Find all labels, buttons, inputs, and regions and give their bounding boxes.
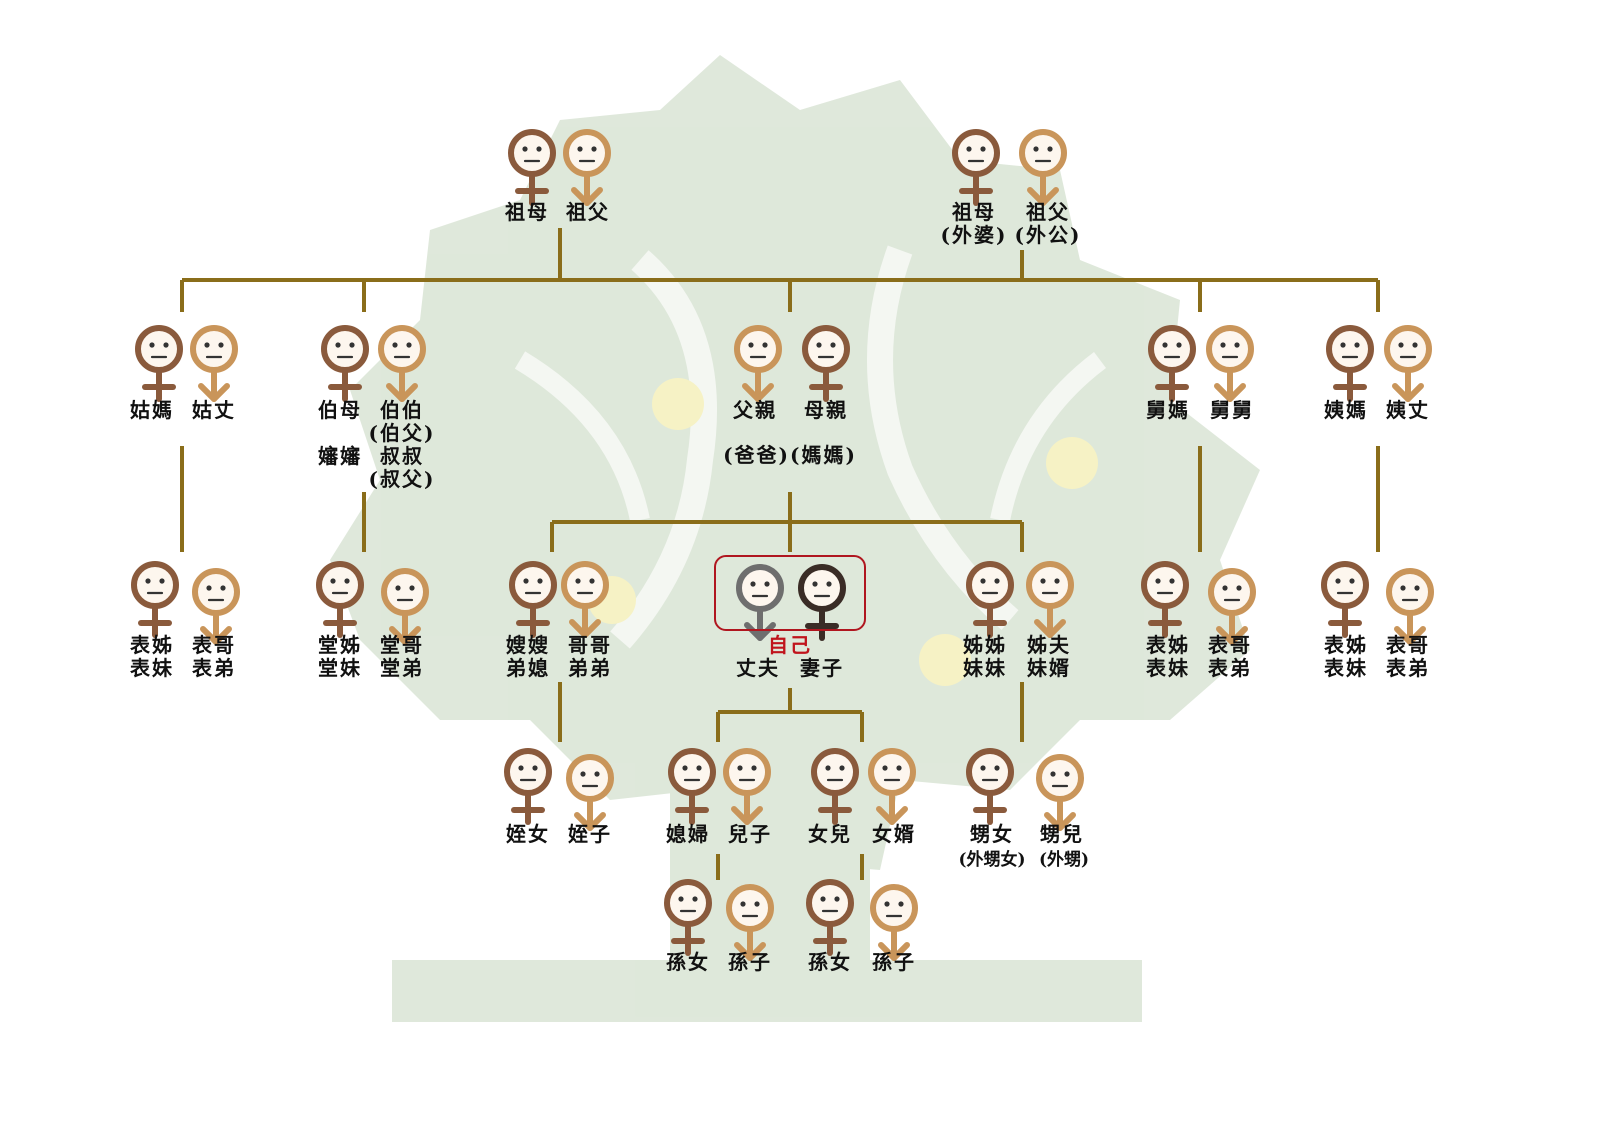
label-father: 父親 — [733, 398, 777, 422]
female-face-icon — [969, 564, 1011, 635]
female-face-icon — [1324, 564, 1366, 635]
male-face-icon — [1389, 571, 1431, 642]
label-grandson-1: 孫子 — [728, 950, 772, 974]
female-face-icon — [809, 882, 851, 953]
label-granddaughter-1: 孫女 — [666, 950, 710, 974]
male-face-icon — [737, 328, 779, 399]
label-cousins2-male: 堂哥 堂弟 — [380, 633, 424, 680]
female-face-icon — [134, 564, 176, 635]
female-face-icon — [667, 882, 709, 953]
label-cousins3-male: 表哥 表弟 — [1208, 633, 1252, 680]
label-niece: 姪女 — [506, 822, 550, 846]
female-face-icon — [805, 328, 847, 399]
label-cousins2-female: 堂姊 堂妹 — [318, 633, 362, 680]
label-cousins3-female: 表姊 表妹 — [1146, 633, 1190, 680]
female-face-icon — [1329, 328, 1371, 399]
label-son-in-law: 女婿 — [872, 822, 916, 846]
label-paternal-aunt: 姑媽 — [130, 398, 174, 422]
female-face-icon — [511, 132, 553, 203]
label-mother: 母親 — [804, 398, 848, 422]
female-face-icon — [1144, 564, 1186, 635]
male-face-icon — [1039, 757, 1081, 828]
label-granddaughter-2: 孫女 — [808, 950, 852, 974]
label-sister-son-alias: (外甥) — [1038, 850, 1090, 870]
label-brothers: 哥哥 弟弟 — [568, 633, 612, 680]
male-face-icon — [381, 328, 423, 399]
female-face-icon — [671, 751, 713, 822]
label-parents-alias: (爸爸)(媽媽) — [723, 443, 857, 467]
female-face-icon — [138, 328, 180, 399]
label-paternal-grandfather: 祖父 — [566, 200, 610, 224]
female-face-icon — [324, 328, 366, 399]
relationship-connector-lines — [180, 228, 1380, 880]
male-face-icon — [729, 887, 771, 958]
male-face-icon — [871, 751, 913, 822]
label-self-title: 自己 — [768, 633, 812, 657]
female-face-icon — [814, 751, 856, 822]
label-daughter-in-law: 媳婦 — [666, 822, 710, 846]
male-face-icon — [1029, 564, 1071, 635]
label-husband: 丈夫 — [736, 656, 780, 680]
label-cousins4-female: 表姊 表妹 — [1324, 633, 1368, 680]
male-face-icon — [384, 571, 426, 642]
label-uncle: 伯伯 (伯父) 叔叔 (叔父) — [368, 398, 436, 491]
label-sister-daughter: 甥女 — [970, 822, 1014, 846]
male-face-icon — [193, 328, 235, 399]
label-son: 兒子 — [728, 822, 772, 846]
label-cousins4-male: 表哥 表弟 — [1386, 633, 1430, 680]
label-grandson-2: 孫子 — [872, 950, 916, 974]
label-maternal-grandfather: 祖父 (外公) — [1014, 200, 1082, 247]
label-sister-in-law: 嫂嫂 弟媳 — [506, 633, 550, 680]
male-face-icon — [726, 751, 768, 822]
male-face-icon — [1022, 132, 1064, 203]
male-face-icon — [195, 571, 237, 642]
label-daughter: 女兒 — [808, 822, 852, 846]
male-face-icon — [1209, 328, 1251, 399]
label-paternal-aunt-husband: 姑丈 — [192, 398, 236, 422]
label-maternal-uncle: 舅舅 — [1210, 398, 1254, 422]
female-face-icon — [955, 132, 997, 203]
male-face-icon — [566, 132, 608, 203]
male-face-icon — [1211, 571, 1253, 642]
self-highlight-box — [714, 555, 866, 631]
female-face-icon — [969, 751, 1011, 822]
female-face-icon — [512, 564, 554, 635]
label-sisters-husbands: 姊夫 妹婿 — [1027, 633, 1071, 680]
label-maternal-aunt: 姨媽 — [1324, 398, 1368, 422]
label-wife: 妻子 — [800, 656, 844, 680]
label-paternal-grandmother: 祖母 — [505, 200, 549, 224]
label-nephew: 姪子 — [568, 822, 612, 846]
male-face-icon — [1387, 328, 1429, 399]
label-cousins1-male: 表哥 表弟 — [192, 633, 236, 680]
label-sister-son: 甥兒 — [1040, 822, 1084, 846]
female-face-icon — [1151, 328, 1193, 399]
male-face-icon — [873, 887, 915, 958]
label-cousins1-female: 表姊 表妹 — [130, 633, 174, 680]
male-face-icon — [564, 564, 606, 635]
label-maternal-aunt-husband: 姨丈 — [1386, 398, 1430, 422]
label-maternal-uncle-wife: 舅媽 — [1146, 398, 1190, 422]
label-uncle-wife: 伯母 嬸嬸 — [318, 398, 362, 468]
label-sisters: 姊姊 妹妹 — [963, 633, 1007, 680]
female-face-icon — [319, 564, 361, 635]
label-maternal-grandmother: 祖母 (外婆) — [940, 200, 1008, 247]
background-tree-illustration — [330, 55, 1260, 1022]
male-face-icon — [569, 757, 611, 828]
female-face-icon — [507, 751, 549, 822]
label-sister-daughter-alias: (外甥女) — [958, 850, 1026, 870]
